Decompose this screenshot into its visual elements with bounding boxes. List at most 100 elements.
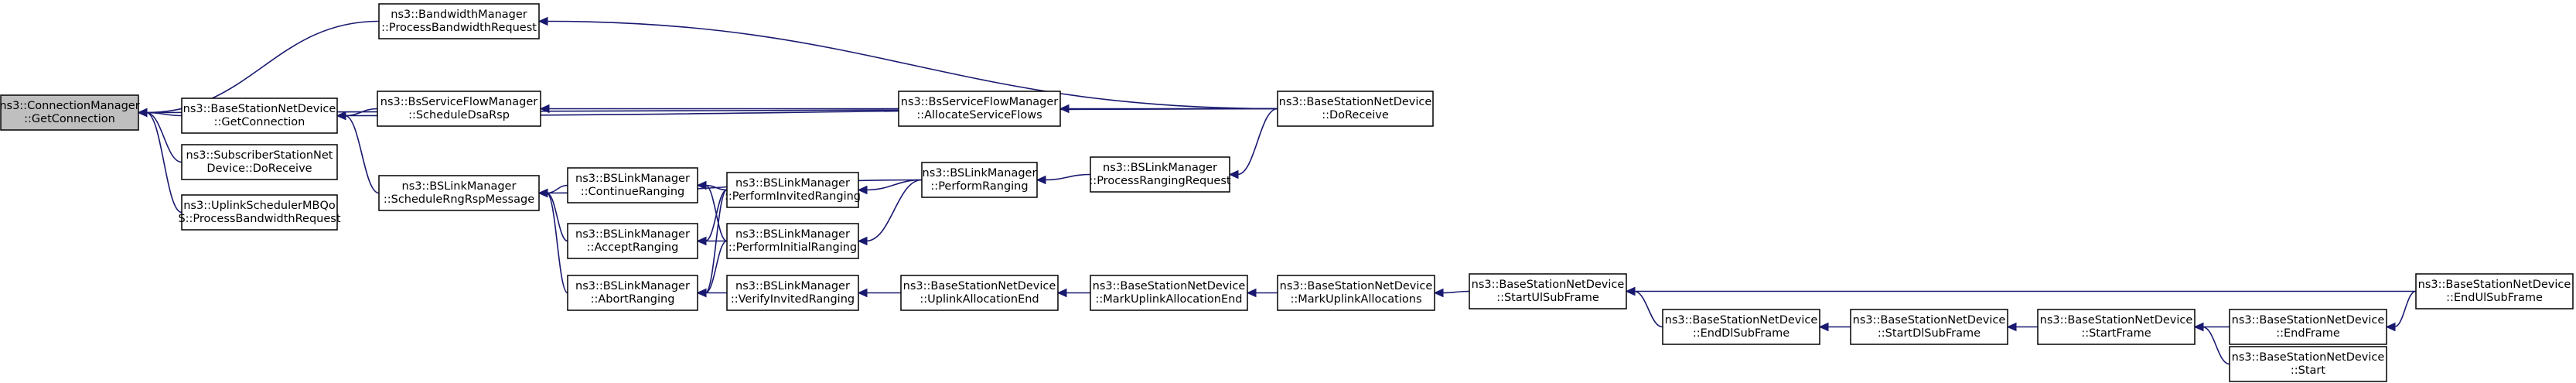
call-edge: [1228, 108, 1278, 180]
graph-node-bsnd-startframe[interactable]: ns3::BaseStationNetDevice::StartFrame: [2037, 309, 2196, 345]
graph-node-bslm-cont[interactable]: ns3::BSLinkManager::ContinueRanging: [567, 167, 698, 203]
node-label-line: ns3::BaseStationNetDevice: [1665, 314, 1818, 327]
node-box: [181, 97, 338, 134]
node-label-line: ::AllocateServiceFlows: [916, 109, 1042, 121]
arrowhead-icon: [857, 236, 868, 246]
graph-node-bslm-procreq[interactable]: ns3::BSLinkManager::ProcessRangingReques…: [1089, 156, 1231, 193]
arrowhead-icon: [2385, 322, 2396, 332]
graph-node-bsflow-alloc[interactable]: ns3::BsServiceFlowManager::AllocateServi…: [898, 91, 1061, 127]
node-label-line: ns3::BSLinkManager: [575, 173, 690, 185]
graph-node-bw-proc[interactable]: ns3::BandwidthManager::ProcessBandwidthR…: [378, 3, 540, 39]
node-box: [1662, 309, 1820, 345]
node-label-line: ::PerformInitialRanging: [728, 241, 857, 254]
graph-node-bsflow-dsa[interactable]: ns3::BsServiceFlowManager::ScheduleDsaRs…: [377, 91, 541, 127]
node-label-line: ns3::ConnectionManager: [0, 100, 140, 112]
graph-node-bsnd-startul[interactable]: ns3::BaseStationNetDevice::StartUlSubFra…: [1469, 273, 1627, 309]
node-box: [900, 275, 1059, 311]
node-box: [377, 91, 541, 127]
call-edge: [1625, 286, 2416, 296]
node-label-line: ns3::BaseStationNetDevice: [1279, 96, 1432, 108]
node-label-line: ::ScheduleDsaRsp: [408, 109, 510, 121]
node-label-line: ns3::BaseStationNetDevice: [2232, 314, 2385, 327]
node-label-line: ns3::BSLinkManager: [575, 228, 690, 241]
edge-line: [1044, 173, 1091, 181]
edge-line: [546, 192, 568, 242]
arrowhead-icon: [1228, 169, 1239, 180]
arrowhead-icon: [537, 188, 548, 198]
node-label-line: ns3::SubscriberStationNet: [186, 149, 333, 162]
graph-node-bsnd-endframe[interactable]: ns3::BaseStationNetDevice::EndFrame: [2229, 309, 2387, 345]
node-label-line: ::EndDlSubFrame: [1693, 327, 1790, 340]
node-label-line: ns3::BaseStationNetDevice: [2418, 279, 2571, 291]
node-label-line: ns3::BSLinkManager: [735, 177, 850, 190]
call-edge: [857, 179, 923, 246]
node-label-line: ::ScheduleRngRspMessage: [384, 193, 534, 206]
edge-line: [705, 189, 728, 242]
graph-node-bslm-perform[interactable]: ns3::BSLinkManager::PerformRanging: [921, 162, 1038, 198]
call-edge: [1056, 288, 1090, 298]
edge-line: [865, 179, 923, 242]
node-label-line: ns3::BSLinkManager: [1103, 162, 1217, 174]
edge-line: [546, 184, 568, 194]
node-label-line: ns3::BSLinkManager: [575, 280, 690, 292]
arrowhead-icon: [2193, 322, 2204, 332]
graph-node-bsnd-getconn[interactable]: ns3::BaseStationNetDevice::GetConnection: [181, 97, 338, 134]
node-label-line: ::StartDlSubFrame: [1878, 327, 1981, 340]
graph-node-ssnd-recv[interactable]: ns3::SubscriberStationNetDevice::DoRecei…: [181, 144, 338, 180]
arrowhead-icon: [1625, 286, 1636, 296]
call-edge: [696, 288, 727, 298]
call-edge: [1059, 104, 1278, 114]
node-label-line: ns3::BaseStationNetDevice: [1472, 279, 1625, 291]
node-label-line: ::PerformInvitedRanging: [725, 190, 861, 203]
node-box: [1850, 309, 2008, 345]
edge-line: [705, 240, 728, 294]
node-box: [378, 3, 540, 39]
node-label-line: ns3::BaseStationNetDevice: [183, 103, 336, 115]
graph-node-bslm-invited[interactable]: ns3::BSLinkManager::PerformInvitedRangin…: [725, 172, 861, 208]
arrowhead-icon: [696, 288, 707, 298]
node-label-line: ::Start: [2291, 364, 2326, 377]
node-box: [2415, 273, 2574, 309]
nodes-layer: ns3::ConnectionManager::GetConnectionns3…: [0, 3, 2574, 382]
node-box: [898, 91, 1061, 127]
graph-node-bslm-accept[interactable]: ns3::BSLinkManager::AcceptRanging: [567, 223, 698, 259]
graph-node-bsnd-endul[interactable]: ns3::BaseStationNetDevice::EndUlSubFrame: [2415, 273, 2574, 309]
graph-node-conn-mgr[interactable]: ns3::ConnectionManager::GetConnection: [0, 94, 140, 131]
graph-node-bsnd-ulallocend[interactable]: ns3::BaseStationNetDevice::UplinkAllocat…: [900, 275, 1059, 311]
node-label-line: ns3::BaseStationNetDevice: [1093, 280, 1246, 292]
node-box: [1277, 275, 1435, 311]
node-label-line: ::MarkUplinkAllocations: [1290, 293, 1421, 306]
graph-node-bslm-abort[interactable]: ns3::BSLinkManager::AbortRanging: [567, 275, 698, 311]
node-label-line: ::DoReceive: [1322, 109, 1389, 121]
arrowhead-icon: [857, 185, 868, 195]
edge-line: [705, 189, 728, 294]
node-label-line: ns3::BSLinkManager: [735, 228, 850, 241]
node-box: [726, 172, 859, 208]
edge-line: [1237, 108, 1278, 176]
graph-node-ul-sched[interactable]: ns3::UplinkSchedulerMBQoS::ProcessBandwi…: [178, 194, 341, 231]
node-label-line: ns3::BsServiceFlowManager: [901, 96, 1059, 108]
node-label-line: ::AcceptRanging: [587, 241, 679, 254]
node-label-line: ::EndUlSubFrame: [2446, 292, 2543, 304]
graph-node-bslm-verify[interactable]: ns3::BSLinkManager::VerifyInvitedRanging: [726, 275, 859, 311]
node-box: [726, 275, 859, 311]
node-box: [181, 144, 338, 180]
node-label-line: ::ProcessBandwidthRequest: [381, 22, 537, 34]
node-label-line: ns3::BandwidthManager: [391, 9, 527, 21]
node-label-line: ns3::UplinkSchedulerMBQo: [183, 200, 336, 212]
graph-node-bsnd-recv[interactable]: ns3::BaseStationNetDevice::DoReceive: [1277, 91, 1434, 127]
arrowhead-icon: [2006, 322, 2017, 332]
node-label-line: ns3::BaseStationNetDevice: [2232, 351, 2385, 364]
graph-node-bslm-sched[interactable]: ns3::BSLinkManager::ScheduleRngRspMessag…: [378, 175, 540, 211]
node-box: [1277, 91, 1434, 127]
node-box: [2037, 309, 2196, 345]
graph-node-bsnd-start[interactable]: ns3::BaseStationNetDevice::Start: [2229, 346, 2387, 382]
graph-node-bsnd-enddl[interactable]: ns3::BaseStationNetDevice::EndDlSubFrame: [1662, 309, 1820, 345]
graph-node-bsnd-markend[interactable]: ns3::BaseStationNetDevice::MarkUplinkAll…: [1090, 275, 1248, 311]
graph-node-bslm-initial[interactable]: ns3::BSLinkManager::PerformInitialRangin…: [726, 223, 859, 259]
edge-line: [1633, 290, 1663, 328]
node-box: [2229, 309, 2387, 345]
graph-node-bsnd-startdl[interactable]: ns3::BaseStationNetDevice::StartDlSubFra…: [1850, 309, 2008, 345]
graph-node-bsnd-markallocs[interactable]: ns3::BaseStationNetDevice::MarkUplinkAll…: [1277, 275, 1435, 311]
edge-line: [2202, 326, 2230, 365]
